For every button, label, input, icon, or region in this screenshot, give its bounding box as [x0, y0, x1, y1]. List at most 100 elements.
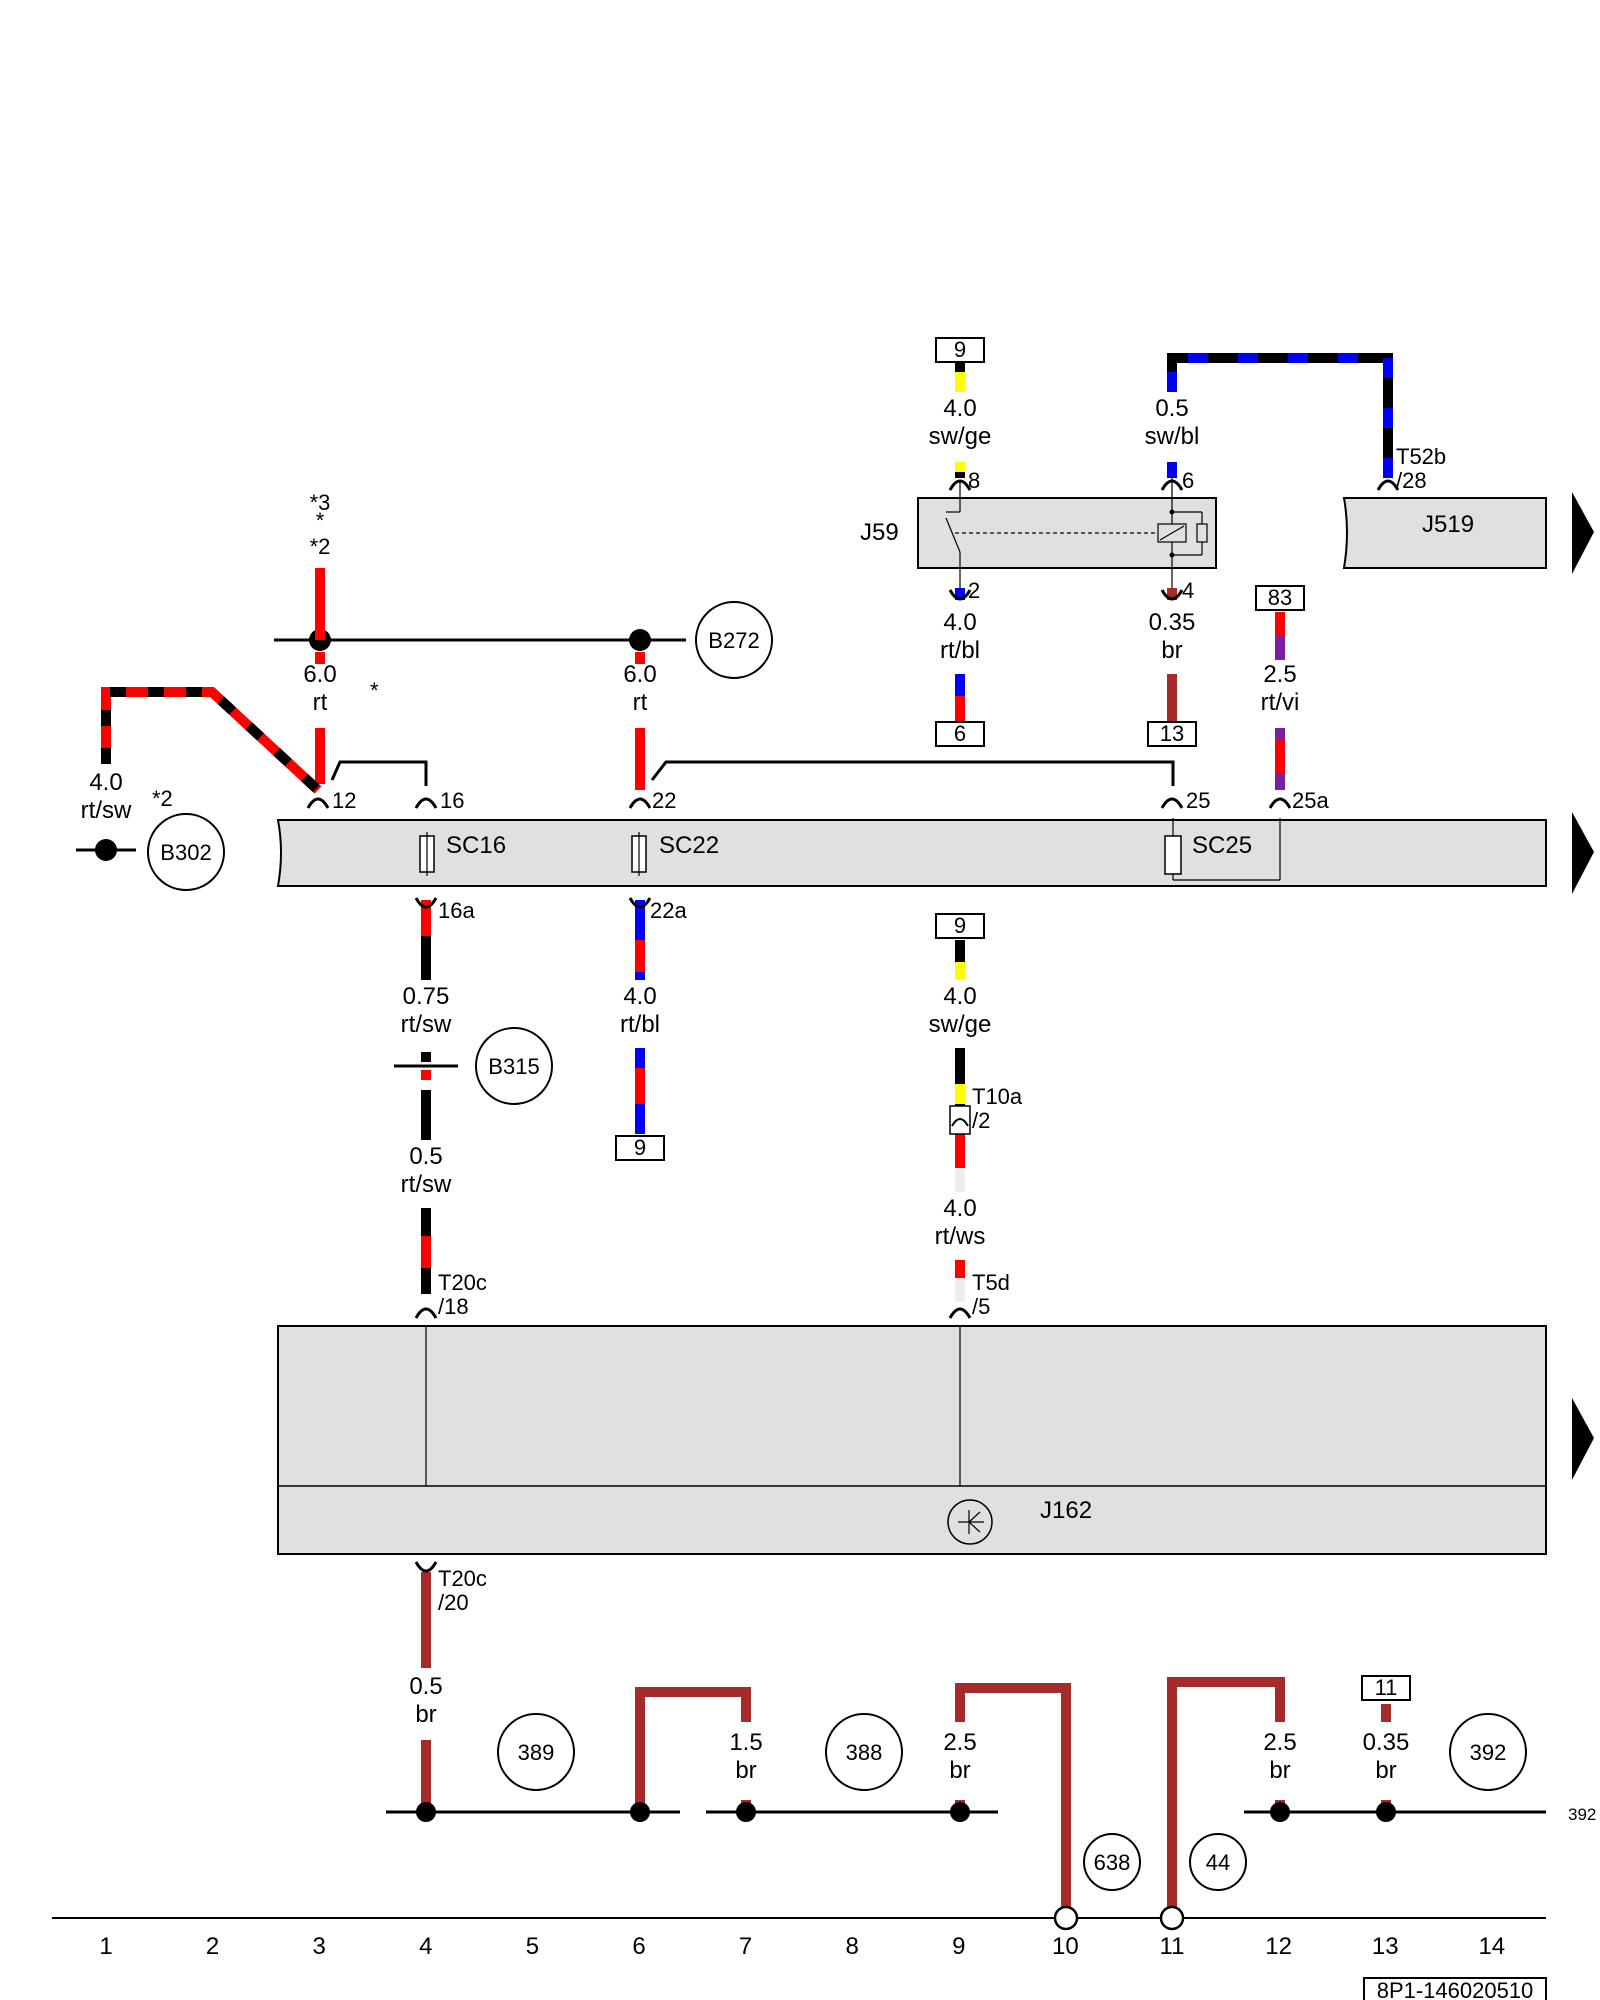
- ref-circle-b302: [147, 813, 225, 891]
- splice-dot: [1270, 1802, 1290, 1822]
- pin-label: T10a: [972, 1084, 1023, 1109]
- side-ref: 392: [1568, 1805, 1596, 1824]
- pin-label: 8: [968, 468, 980, 493]
- wire-color: rt/bl: [940, 637, 980, 664]
- control-unit-j162: [277, 1325, 1547, 1555]
- wire-color: br: [1161, 637, 1182, 664]
- splice-dot: [1376, 1802, 1396, 1822]
- wire-gauge: 2.5: [1263, 661, 1296, 688]
- grid-number: 7: [739, 1933, 752, 1960]
- pin-label: T20c: [438, 1566, 487, 1591]
- ref-b315: B315: [488, 1054, 539, 1079]
- bridge-22-25: [650, 760, 1175, 786]
- j59-label: J59: [860, 519, 899, 546]
- splice-dot: [629, 629, 651, 651]
- wire-color: rt: [313, 689, 328, 716]
- sc22-label: SC22: [659, 832, 719, 859]
- ref-circle-44: [1189, 1833, 1247, 1891]
- footnote: *3: [310, 490, 331, 515]
- splice-dot: [95, 839, 117, 861]
- wire-color: rt: [633, 689, 648, 716]
- pin-label: /5: [972, 1294, 990, 1319]
- splice-dot: [736, 1802, 756, 1822]
- wire-gauge: 6.0: [623, 661, 656, 688]
- ref-638: 638: [1094, 1850, 1131, 1875]
- ref-box-6: 6: [954, 721, 966, 746]
- bridge-12-16: [330, 760, 428, 786]
- continuation-arrow-bottom: [1572, 1398, 1594, 1480]
- ref-388: 388: [846, 1740, 883, 1765]
- wire-gauge: 0.75: [403, 983, 450, 1010]
- ref-box: [935, 913, 985, 939]
- pin-label: T5d: [972, 1270, 1010, 1295]
- wire-gauge: 0.35: [1149, 609, 1196, 636]
- connector-pins: [306, 479, 1400, 1573]
- j519-label: J519: [1422, 511, 1474, 538]
- wire-gauge: 0.5: [409, 1673, 442, 1700]
- ref-circle-392: [1449, 1713, 1527, 1791]
- ref-389: 389: [518, 1740, 555, 1765]
- relay-j59: [917, 478, 1217, 590]
- wire-color: br: [415, 1701, 436, 1728]
- pin-label: 22a: [650, 898, 687, 923]
- pin-label: 4: [1182, 578, 1194, 603]
- sc16-label: SC16: [446, 832, 506, 859]
- pin-label: 25: [1186, 788, 1210, 813]
- continuation-arrow-middle: [1572, 812, 1594, 894]
- ref-circle-b272: [695, 601, 773, 679]
- pin-label: /2: [972, 1108, 990, 1133]
- wire-gauge: 4.0: [943, 609, 976, 636]
- footnote: *2: [310, 534, 331, 559]
- pin-label: 16a: [438, 898, 475, 923]
- wire-gauge: 1.5: [729, 1729, 762, 1756]
- control-unit-j519: [1342, 497, 1547, 569]
- wire-color: br: [735, 1757, 756, 1784]
- wire-color: br: [1375, 1757, 1396, 1784]
- ref-b302: B302: [160, 840, 211, 865]
- ref-box: [1255, 585, 1305, 611]
- ref-b272: B272: [708, 628, 759, 653]
- wire-color: rt/sw: [401, 1171, 452, 1198]
- ref-circle-388: [825, 1713, 903, 1791]
- ref-box: [615, 1135, 665, 1161]
- pin-label: /28: [1396, 468, 1427, 493]
- grid-number: 5: [526, 1933, 539, 1960]
- pin-label: 6: [1182, 468, 1194, 493]
- pin-label: 22: [652, 788, 676, 813]
- ref-circle-b315: [475, 1027, 553, 1105]
- pin-label: 16: [440, 788, 464, 813]
- wire-gauge: 0.5: [1155, 395, 1188, 422]
- wire-gauge: 4.0: [623, 983, 656, 1010]
- grid-number: 4: [419, 1933, 432, 1960]
- grid-number: 14: [1478, 1933, 1505, 1960]
- ref-box: [1147, 721, 1197, 747]
- ref-box: [1361, 1675, 1411, 1701]
- splice-dot: [416, 1802, 436, 1822]
- ref-box-9-top: 9: [954, 337, 966, 362]
- grid-number: 13: [1372, 1933, 1399, 1960]
- wire-gauge: 0.35: [1363, 1729, 1410, 1756]
- doc-code-box: [1363, 1977, 1547, 2000]
- continuation-arrow-top: [1572, 492, 1594, 574]
- wire-gauge: 4.0: [89, 769, 122, 796]
- ref-box-9-mid: 9: [954, 913, 966, 938]
- wire-color: sw/ge: [929, 423, 992, 450]
- footnote: *: [370, 678, 379, 703]
- wire-color: rt/sw: [81, 797, 132, 824]
- ref-box-9-left: 9: [634, 1135, 646, 1160]
- pin-label: 25a: [1292, 788, 1329, 813]
- doc-code: 8P1-146020510: [1377, 1978, 1534, 2000]
- pin-label: T20c: [438, 1270, 487, 1295]
- wire-color: rt/sw: [401, 1011, 452, 1038]
- wire-gauge: 2.5: [1263, 1729, 1296, 1756]
- wire-gauge: 4.0: [943, 983, 976, 1010]
- grid-number: 8: [846, 1933, 859, 1960]
- ref-box-13: 13: [1160, 721, 1184, 746]
- ref-392: 392: [1470, 1740, 1507, 1765]
- wire-gauge: 4.0: [943, 1195, 976, 1222]
- ref-box-83: 83: [1268, 585, 1292, 610]
- ref-44: 44: [1206, 1850, 1230, 1875]
- wire-gauge: 6.0: [303, 661, 336, 688]
- pin-label: /18: [438, 1294, 469, 1319]
